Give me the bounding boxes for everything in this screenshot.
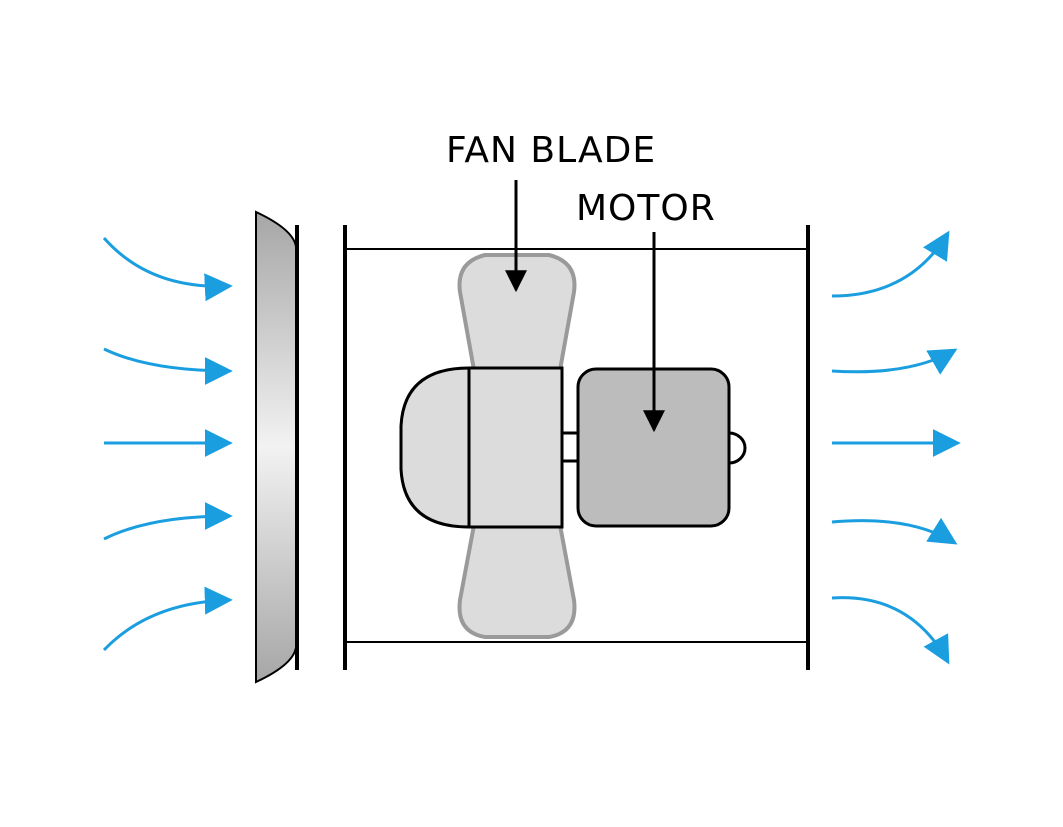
airflow-arrow-icon [102,586,233,652]
fan-hub [467,366,564,529]
airflow-arrow-icon [103,502,233,541]
airflow-arrow-icon [831,348,958,375]
motor-shaft [560,431,581,463]
inlet-airflow-arrows [102,237,233,652]
hub-nose-cone [399,366,471,529]
airflow-arrow-icon [831,596,950,665]
outlet-airflow-arrows [831,230,961,665]
inlet-bell [255,210,299,684]
fan-blade-label: FAN BLADE [446,130,657,171]
airflow-arrow-icon [102,237,233,302]
motor [576,367,747,528]
airflow-arrow-icon [831,517,958,545]
airflow-arrow-icon [831,230,950,298]
airflow-arrow-icon [103,347,233,385]
fan-housing [343,225,810,670]
motor-label: MOTOR [576,188,716,229]
